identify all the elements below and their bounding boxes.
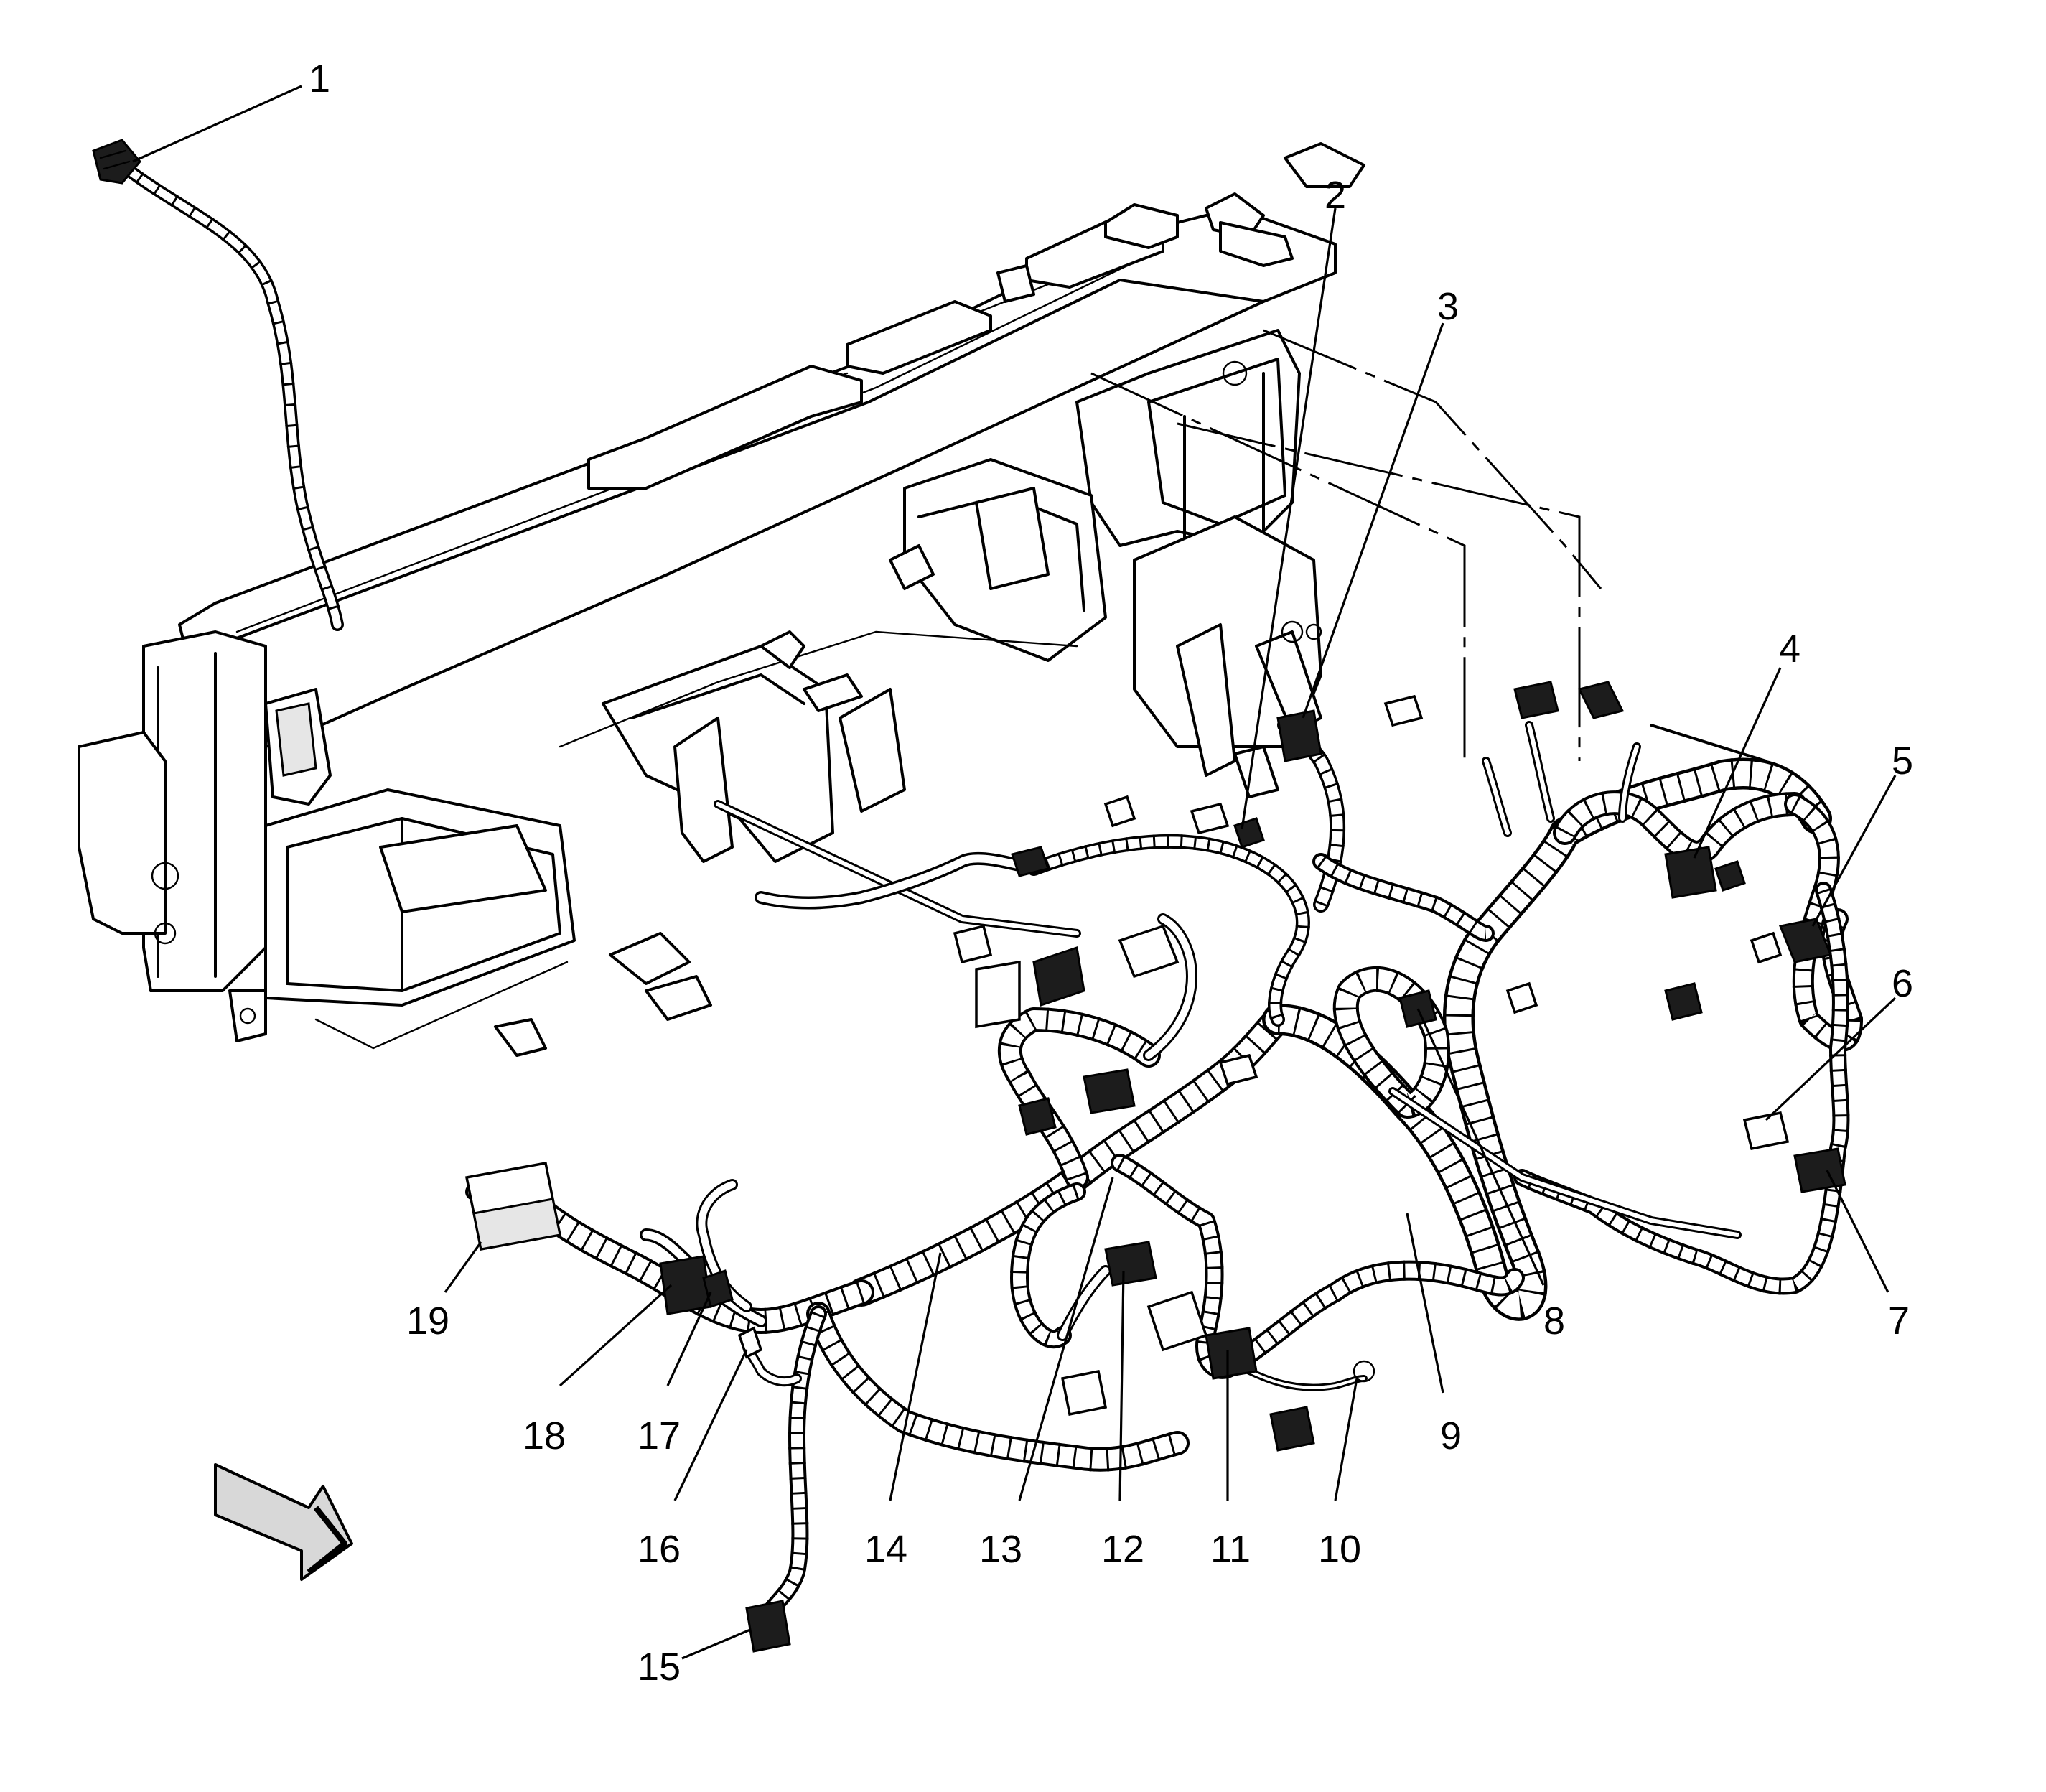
callout-labels: 1 2 3 4 5 6 7 8 9 10 11 12 13 14 15 16 1… (309, 57, 1913, 1689)
callout-19: 19 (406, 1299, 449, 1343)
callout-7: 7 (1888, 1299, 1910, 1343)
callout-18: 18 (523, 1414, 566, 1457)
callout-1: 1 (309, 57, 330, 101)
connector-11 (1205, 1327, 1258, 1380)
alignment-leader-lines (1090, 329, 1767, 762)
connector-3 (1276, 709, 1322, 762)
callout-6: 6 (1892, 962, 1913, 1005)
main-harness (465, 717, 1863, 1624)
callout-13: 13 (979, 1528, 1022, 1571)
callout-4: 4 (1779, 627, 1800, 671)
callout-9: 9 (1440, 1414, 1462, 1457)
connector-15 (745, 1600, 791, 1653)
callout-3: 3 (1437, 285, 1459, 328)
callout-11: 11 (1210, 1528, 1251, 1571)
connector-7 (1793, 1147, 1846, 1193)
front-view-arrow-icon (214, 1463, 353, 1581)
connector-18 (659, 1255, 712, 1315)
callout-8: 8 (1543, 1299, 1565, 1343)
callout-5: 5 (1892, 739, 1913, 783)
instrument-panel-carrier (78, 142, 1365, 1057)
connector-1-lead (92, 139, 344, 631)
connector-2 (1233, 817, 1265, 849)
connector-16 (737, 1326, 763, 1359)
connector-4 (1664, 846, 1717, 899)
callout-15: 15 (637, 1646, 681, 1689)
callout-14: 14 (864, 1528, 907, 1571)
connector-6 (1742, 1111, 1790, 1151)
connector-13 (1118, 924, 1180, 979)
callout-2: 2 (1325, 174, 1346, 217)
callout-17: 17 (637, 1414, 681, 1457)
callout-12: 12 (1101, 1528, 1144, 1571)
connector-1 (92, 139, 141, 185)
callout-16: 16 (637, 1528, 681, 1571)
ring-terminal-10 (1353, 1360, 1375, 1383)
callout-leaders (132, 85, 1897, 1660)
connector-12 (1104, 1241, 1157, 1287)
connectors (464, 681, 1846, 1653)
connector-5 (1778, 918, 1833, 963)
callout-10: 10 (1318, 1528, 1361, 1571)
